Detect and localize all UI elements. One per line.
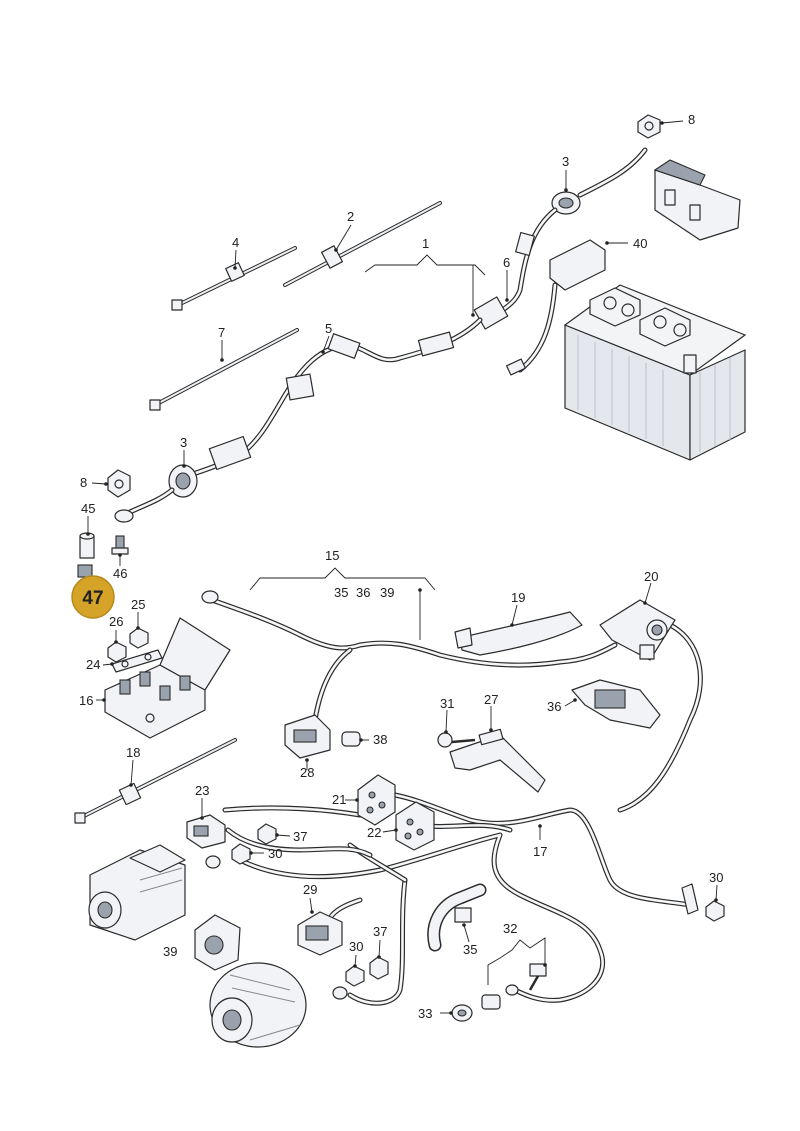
bolt-46[interactable]: [111, 535, 129, 555]
callout-23: 23: [195, 783, 209, 798]
callout-35-lower: 35: [463, 942, 477, 957]
callout-39-lower: 39: [163, 944, 177, 959]
nut-26[interactable]: [107, 641, 127, 663]
connector-29[interactable]: [297, 911, 343, 956]
connector-20[interactable]: [599, 599, 676, 661]
callout-31: 31: [440, 696, 454, 711]
callout-3-lower: 3: [180, 435, 187, 450]
cable-tie-7[interactable]: [149, 328, 299, 411]
callout-6: 6: [503, 255, 510, 270]
callout-19: 19: [511, 590, 525, 605]
callout-25: 25: [131, 597, 145, 612]
bracket-36[interactable]: [571, 679, 661, 729]
callout-40: 40: [633, 236, 647, 251]
callout-38: 38: [373, 732, 387, 747]
battery-positive-cable[interactable]: [473, 147, 648, 330]
starter-motor[interactable]: [88, 844, 186, 941]
battery-ground-strap[interactable]: [506, 239, 606, 376]
connector-23[interactable]: [186, 814, 226, 849]
callout-7: 7: [218, 325, 225, 340]
callout-24: 24: [86, 657, 100, 672]
nut-25[interactable]: [129, 627, 149, 649]
callout-30-lower: 30: [349, 939, 363, 954]
callout-39-top: 39: [380, 585, 394, 600]
nut-8-lower[interactable]: [107, 469, 131, 498]
cable-tie-2[interactable]: [283, 201, 442, 287]
highlight-badge-47[interactable]: 47: [71, 564, 115, 619]
callout-45: 45: [81, 501, 95, 516]
connector-32a[interactable]: [481, 994, 501, 1010]
callout-2: 2: [347, 209, 354, 224]
callout-3-top: 3: [562, 154, 569, 169]
callout-33: 33: [418, 1006, 432, 1021]
bracket-24[interactable]: [111, 649, 163, 673]
cable-tie-4[interactable]: [171, 246, 297, 311]
callout-16: 16: [79, 693, 93, 708]
callout-26: 26: [109, 614, 123, 629]
badge-47-text: 47: [82, 588, 103, 609]
callout-18: 18: [126, 745, 140, 760]
grommet-33[interactable]: [451, 1004, 473, 1022]
cable-tie-18[interactable]: [74, 738, 237, 824]
nut-30-lower[interactable]: [345, 965, 365, 987]
callout-1: 1: [422, 236, 429, 251]
callout-labels: 8 3 2 4 1 6 40 7 5 3 8 45 46 15 35 36 39…: [79, 112, 723, 1021]
callout-36-top: 36: [356, 585, 370, 600]
callout-46: 46: [113, 566, 127, 581]
battery-cable-lower[interactable]: [114, 464, 198, 523]
callout-8-top: 8: [688, 112, 695, 127]
harness-17[interactable]: [222, 792, 693, 1006]
connector-39-lower[interactable]: [194, 914, 241, 971]
nut-30-upper[interactable]: [231, 843, 251, 865]
callout-5: 5: [325, 321, 332, 336]
fuse-carrier[interactable]: [653, 159, 741, 241]
bolt-45[interactable]: [79, 532, 95, 559]
battery[interactable]: [563, 284, 747, 461]
connector-21[interactable]: [357, 774, 396, 826]
callout-4: 4: [232, 235, 239, 250]
cover-19[interactable]: [454, 611, 583, 656]
callout-37-mid: 37: [293, 829, 307, 844]
nut-37-upper[interactable]: [257, 823, 277, 845]
nut-37-lower[interactable]: [369, 956, 389, 980]
callout-21: 21: [332, 792, 346, 807]
callout-37-lower: 37: [373, 924, 387, 939]
callout-35-top: 35: [334, 585, 348, 600]
terminal-30-right[interactable]: [681, 883, 725, 922]
callout-28: 28: [300, 765, 314, 780]
callout-36-mid: 36: [547, 699, 561, 714]
hose-35[interactable]: [427, 883, 487, 952]
leader-dots: [86, 121, 718, 1015]
main-harness-upper[interactable]: [187, 317, 483, 478]
callout-30-mid: 30: [268, 846, 282, 861]
bracket-27[interactable]: [449, 728, 546, 793]
terminal-ring-lower[interactable]: [332, 986, 348, 1000]
callout-8-lower: 8: [80, 475, 87, 490]
callout-17: 17: [533, 844, 547, 859]
callout-15: 15: [325, 548, 339, 563]
connector-22[interactable]: [395, 801, 435, 851]
connector-28[interactable]: [284, 714, 331, 759]
callout-27: 27: [484, 692, 498, 707]
bolt-32b[interactable]: [528, 963, 547, 991]
alternator[interactable]: [209, 962, 307, 1048]
callout-20: 20: [644, 569, 658, 584]
harness-15[interactable]: [201, 590, 703, 813]
terminal-ring-left[interactable]: [205, 855, 221, 869]
nut-8-top[interactable]: [637, 114, 661, 139]
callout-29: 29: [303, 882, 317, 897]
callout-22: 22: [367, 825, 381, 840]
fuse-box-16[interactable]: [104, 617, 231, 739]
leader-lines: [87, 120, 718, 1014]
callout-32: 32: [503, 921, 517, 936]
terminal-32c[interactable]: [505, 984, 519, 996]
connector-38[interactable]: [341, 731, 361, 747]
callout-30-right: 30: [709, 870, 723, 885]
